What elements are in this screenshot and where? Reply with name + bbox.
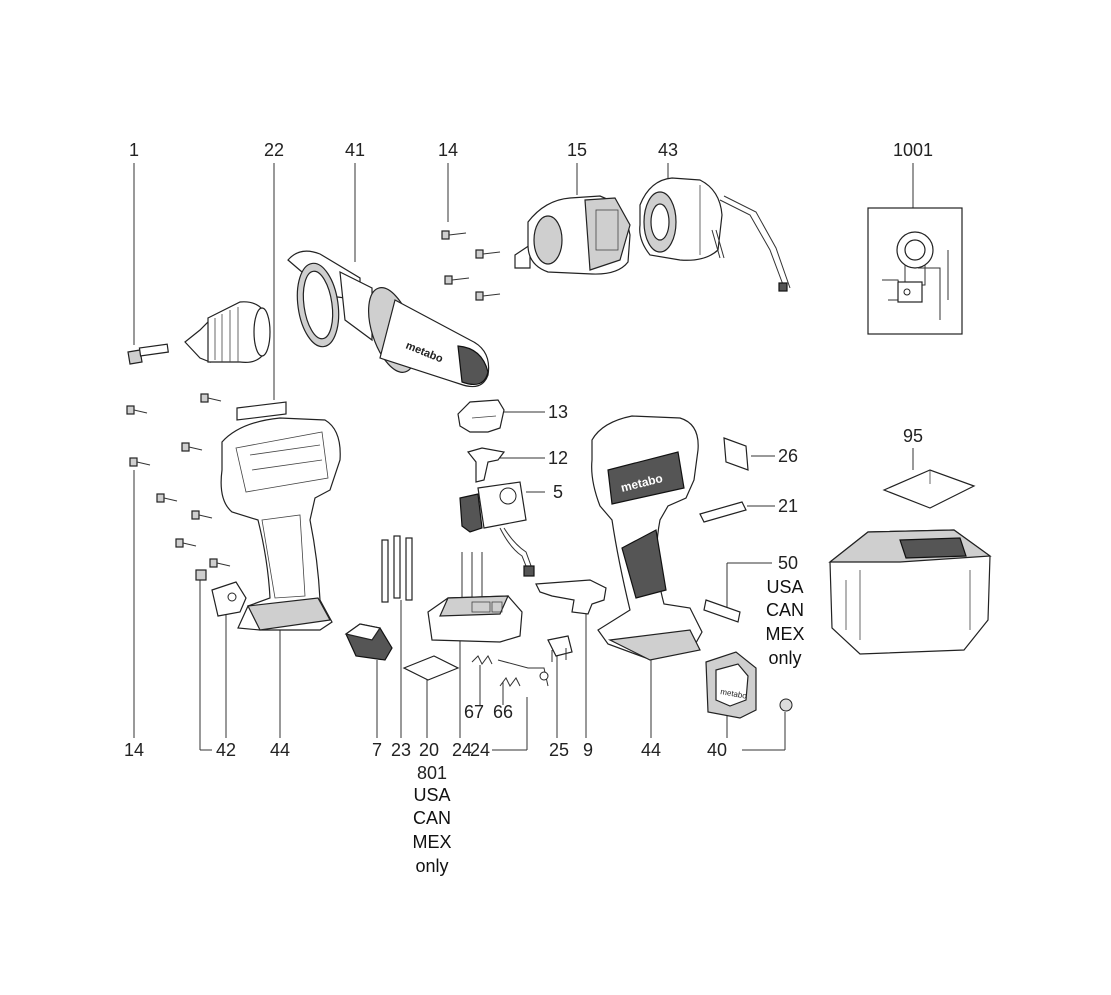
label-801: 801 <box>417 763 447 783</box>
part-12-slider <box>466 447 506 483</box>
label-13: 13 <box>548 402 568 422</box>
label-44-right: 44 <box>641 740 661 760</box>
label-22: 22 <box>264 140 284 160</box>
part-1001-inset <box>867 207 963 335</box>
label-43: 43 <box>658 140 678 160</box>
part-41-side-handle: metabo <box>287 250 490 388</box>
label-42: 42 <box>216 740 236 760</box>
part-95-cover <box>882 469 976 509</box>
part-23-rods <box>381 535 413 603</box>
label-1: 1 <box>129 140 139 160</box>
note-801-line-4: only <box>415 856 448 876</box>
part-1-screw <box>127 343 169 365</box>
note-801-line-1: USA <box>413 785 450 805</box>
part-66-spring <box>497 659 549 687</box>
part-50-plate <box>703 599 741 623</box>
label-14-top: 14 <box>438 140 458 160</box>
label-44-left: 44 <box>270 740 290 760</box>
label-23: 23 <box>391 740 411 760</box>
part-5-switch <box>459 481 535 577</box>
label-14-bottom: 14 <box>124 740 144 760</box>
note-50-line-3: MEX <box>765 624 804 644</box>
note-801-line-2: CAN <box>413 808 451 828</box>
part-25-contact <box>547 635 573 662</box>
note-50-region: USA CAN MEX only <box>765 577 804 668</box>
note-801-region: USA CAN MEX only <box>412 785 451 876</box>
part-13-switch-cover <box>457 399 505 433</box>
label-25: 25 <box>549 740 569 760</box>
part-44-right-housing: metabo <box>591 415 703 661</box>
label-95: 95 <box>903 426 923 446</box>
label-50: 50 <box>778 553 798 573</box>
note-50-line-4: only <box>768 648 801 668</box>
part-40-clip: metabo <box>705 651 793 719</box>
note-50-line-1: USA <box>766 577 803 597</box>
label-9: 9 <box>583 740 593 760</box>
part-chuck <box>184 301 271 363</box>
part-battery-pack <box>828 529 992 655</box>
label-21: 21 <box>778 496 798 516</box>
label-20: 20 <box>419 740 439 760</box>
part-24-module <box>427 552 523 643</box>
label-41: 41 <box>345 140 365 160</box>
label-15: 15 <box>567 140 587 160</box>
part-26-plate <box>723 437 749 471</box>
label-24-left: 24 <box>452 740 472 760</box>
part-20-pad <box>402 655 460 681</box>
part-9-frame <box>535 579 607 615</box>
label-5: 5 <box>553 482 563 502</box>
labels: 1 22 41 14 15 43 1001 13 12 5 26 21 50 9… <box>124 140 933 783</box>
part-42-bracket <box>211 581 247 617</box>
note-801-line-3: MEX <box>412 832 451 852</box>
part-21-strip <box>699 501 747 523</box>
label-24-right: 24 <box>470 740 490 760</box>
label-66: 66 <box>493 702 513 722</box>
label-26: 26 <box>778 446 798 466</box>
label-12: 12 <box>548 448 568 468</box>
part-14-left-screws <box>126 393 231 581</box>
part-22-label <box>236 401 287 421</box>
part-7-cover <box>344 623 393 661</box>
label-40: 40 <box>707 740 727 760</box>
part-43-motor <box>639 177 791 292</box>
label-1001: 1001 <box>893 140 933 160</box>
label-67: 67 <box>464 702 484 722</box>
part-67-spring <box>471 655 493 665</box>
leader-lines <box>133 163 914 751</box>
note-50-line-2: CAN <box>766 600 804 620</box>
part-15-gearbox <box>514 195 631 275</box>
label-7: 7 <box>372 740 382 760</box>
part-44-left-housing <box>220 417 341 631</box>
part-14-top-screws <box>441 230 501 301</box>
